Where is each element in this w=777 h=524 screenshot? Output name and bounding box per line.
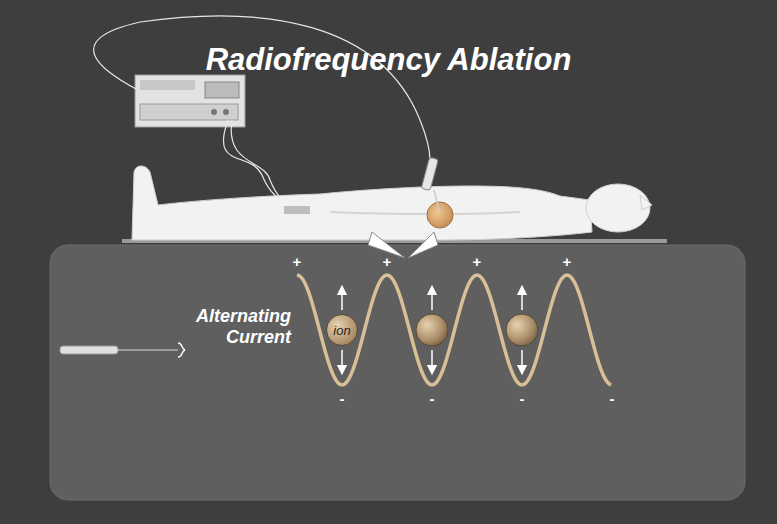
motion-arrow: [341, 350, 343, 370]
polarity-sign: -: [515, 390, 529, 407]
ion-circle: ion: [326, 314, 358, 346]
rf-generator: [135, 75, 245, 127]
polarity-sign: +: [380, 253, 394, 270]
wave-label: Alternating Current: [185, 306, 291, 347]
alternating-current-wave: [297, 275, 611, 385]
motion-arrow: [341, 290, 343, 310]
polarity-sign: -: [335, 390, 349, 407]
detail-panel: [50, 245, 745, 500]
needle-electrode: [421, 157, 440, 214]
ion-label: ion: [333, 323, 350, 338]
sine-wave: [297, 275, 611, 385]
ion-circle: [416, 314, 448, 346]
motion-arrow: [521, 350, 523, 370]
patient: [132, 166, 652, 240]
ion-circle: [506, 314, 538, 346]
polarity-sign: +: [470, 253, 484, 270]
polarity-sign: +: [560, 253, 574, 270]
pointer-arrows: [368, 232, 438, 258]
probe: [60, 343, 185, 357]
motion-arrow: [431, 290, 433, 310]
polarity-sign: +: [290, 253, 304, 270]
grounding-pad: [284, 206, 310, 214]
motion-arrow: [521, 290, 523, 310]
polarity-sign: -: [425, 390, 439, 407]
polarity-sign: -: [605, 390, 619, 407]
brace: [178, 343, 185, 357]
ions: [342, 290, 538, 370]
tumor: [427, 202, 453, 228]
motion-arrow: [431, 350, 433, 370]
title: Radiofrequency Ablation: [0, 42, 777, 78]
